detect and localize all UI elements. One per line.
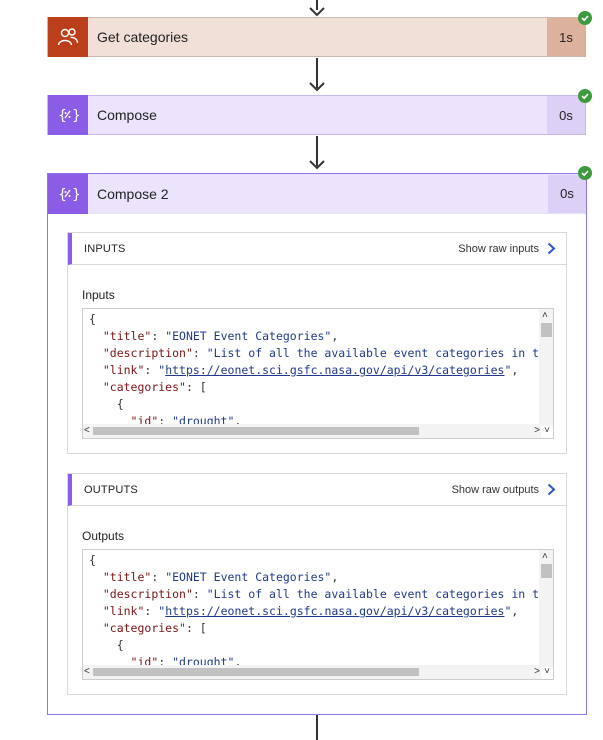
connector-arrow-icon [309, 7, 325, 17]
code-key: "description" [102, 587, 193, 601]
code-link[interactable]: https://eonet.sci.gsfc.nasa.gov/api/v3/c… [165, 363, 505, 377]
connector-line [316, 715, 318, 740]
vertical-scrollbar[interactable]: ˄ [539, 550, 553, 667]
step-duration: 0s [547, 96, 585, 134]
code-brace: { [116, 638, 124, 652]
scroll-thumb[interactable] [93, 427, 419, 435]
svg-text:{: { [58, 108, 67, 124]
inputs-section: INPUTS Show raw inputs Inputs { "title":… [67, 232, 567, 454]
code-punct: : [ [185, 380, 207, 394]
outputs-header: OUTPUTS Show raw outputs [68, 474, 566, 506]
outputs-code-viewer[interactable]: { "title": "EONET Event Categories", "de… [82, 549, 554, 680]
compose-braces-icon: { } [48, 95, 88, 135]
check-icon [578, 89, 592, 103]
svg-text:{: { [58, 187, 67, 203]
connector-line [316, 0, 318, 10]
outputs-label: Outputs [82, 529, 125, 543]
step-get-categories[interactable]: Get categories 1s [47, 17, 586, 57]
compose-braces-icon: { } [48, 173, 88, 214]
outputs-header-label: OUTPUTS [84, 483, 138, 496]
scroll-thumb[interactable] [541, 564, 552, 578]
horizontal-scrollbar[interactable]: < > [83, 665, 541, 679]
code-value: "EONET Event Categories" [165, 329, 332, 343]
code-quote: " [158, 604, 166, 618]
show-raw-outputs-link[interactable]: Show raw outputs [452, 483, 556, 496]
code-value: "List of all the available event categor… [206, 587, 553, 601]
scroll-left-icon[interactable]: < [84, 425, 90, 436]
code-key: "categories" [102, 621, 186, 635]
code-brace: { [89, 312, 96, 326]
show-raw-inputs-link[interactable]: Show raw inputs [458, 242, 556, 255]
scroll-left-icon[interactable]: < [84, 666, 90, 677]
code-punct: : [ [185, 621, 207, 635]
inputs-label: Inputs [82, 288, 115, 302]
code-brace: { [116, 397, 124, 411]
connector-arrow-icon [309, 82, 325, 92]
svg-text:}: } [72, 108, 79, 124]
connector-line [316, 58, 318, 88]
step-title: Compose [97, 107, 157, 123]
chevron-right-icon [547, 242, 556, 255]
inputs-code: { "title": "EONET Event Categories", "de… [89, 311, 553, 438]
check-icon [578, 11, 592, 25]
check-icon [578, 166, 592, 180]
svg-text:}: } [72, 187, 79, 203]
step-duration: 1s [547, 18, 585, 56]
code-quote: " [504, 604, 512, 618]
step-title: Get categories [97, 29, 189, 45]
code-value: "EONET Event Categories" [165, 570, 332, 584]
code-key: "title" [102, 570, 152, 584]
code-quote: " [158, 363, 166, 377]
scroll-down-icon[interactable]: ˅ [544, 425, 550, 436]
scroll-up-icon[interactable]: ˄ [542, 310, 548, 321]
step-compose[interactable]: { } Compose 0s [47, 95, 586, 135]
show-raw-inputs-label: Show raw inputs [458, 242, 539, 255]
connector-arrow-icon [309, 160, 325, 170]
scroll-right-icon[interactable]: > [534, 425, 540, 436]
outputs-section: OUTPUTS Show raw outputs Outputs { "titl… [67, 473, 567, 695]
inputs-header: INPUTS Show raw inputs [68, 233, 566, 265]
users-icon [48, 17, 88, 57]
show-raw-outputs-label: Show raw outputs [451, 483, 539, 496]
connector-line [316, 136, 318, 166]
chevron-right-icon [547, 483, 556, 496]
code-value: "List of all the available event categor… [206, 346, 553, 360]
scroll-thumb[interactable] [93, 668, 419, 676]
inputs-header-label: INPUTS [84, 242, 126, 255]
code-link[interactable]: https://eonet.sci.gsfc.nasa.gov/api/v3/c… [165, 604, 505, 618]
code-key: "categories" [102, 380, 186, 394]
horizontal-scrollbar[interactable]: < > [83, 424, 541, 438]
scroll-down-icon[interactable]: ˅ [544, 666, 550, 677]
code-key: "link" [102, 363, 145, 377]
scroll-thumb[interactable] [541, 323, 552, 337]
code-key: "link" [102, 604, 145, 618]
inputs-code-viewer[interactable]: { "title": "EONET Event Categories", "de… [82, 308, 554, 439]
step-compose-2-card: { } Compose 2 0s INPUTS Show raw inputs … [47, 173, 587, 715]
step-duration: 0s [548, 174, 586, 213]
step-compose-2[interactable]: { } Compose 2 0s [48, 173, 586, 214]
scroll-right-icon[interactable]: > [534, 666, 540, 677]
code-key: "title" [102, 329, 152, 343]
outputs-code: { "title": "EONET Event Categories", "de… [89, 552, 553, 679]
vertical-scrollbar[interactable]: ˄ [539, 309, 553, 426]
code-brace: { [89, 553, 96, 567]
code-quote: " [504, 363, 512, 377]
step-title: Compose 2 [97, 185, 169, 202]
scroll-up-icon[interactable]: ˄ [542, 551, 548, 562]
code-key: "description" [102, 346, 193, 360]
